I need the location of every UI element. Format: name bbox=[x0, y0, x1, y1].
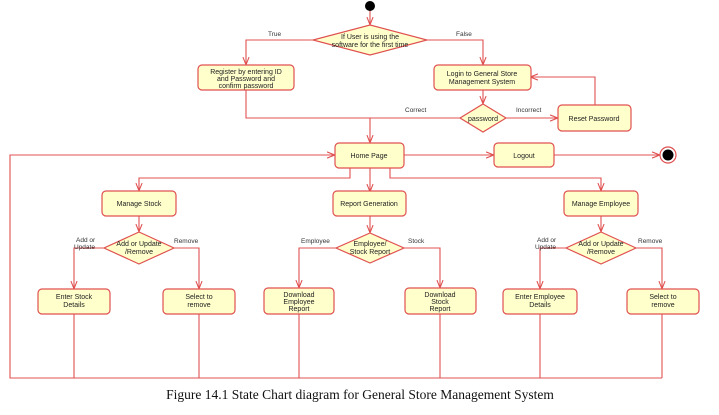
edge-report-decision-to-stock bbox=[404, 247, 440, 287]
edge-reset-to-login bbox=[531, 77, 596, 105]
label-report-stock: Stock bbox=[408, 238, 425, 245]
state-enter-employee-details: Enter Employee Details bbox=[502, 288, 578, 315]
state-select-remove-employee-line-1: Select to bbox=[649, 294, 676, 301]
state-reset-password-label: Reset Password bbox=[569, 116, 620, 123]
state-manage-employee: Manage Employee bbox=[563, 190, 639, 217]
state-download-employee-report: Download Employee Report bbox=[263, 287, 335, 315]
decision-first-time-line-1: If User is using the bbox=[341, 34, 399, 41]
label-employee-add-2: Update bbox=[535, 244, 556, 251]
label-employee-remove: Remove bbox=[638, 238, 663, 245]
edge-decision-to-login bbox=[427, 39, 483, 64]
edge-stock-decision-to-enter bbox=[74, 247, 104, 288]
label-stock-remove: Remove bbox=[174, 238, 199, 245]
decision-stock-action: Add or Update /Remove bbox=[102, 231, 176, 265]
edge-decision-to-register bbox=[246, 39, 313, 64]
state-login: Login to General Store Management System bbox=[433, 64, 532, 91]
state-select-remove-stock-line-1: Select to bbox=[185, 294, 212, 301]
decision-stock-line-2: /Remove bbox=[125, 249, 153, 256]
edge-employee-decision-to-remove bbox=[636, 247, 662, 288]
state-enter-employee-line-1: Enter Employee bbox=[515, 294, 565, 301]
decision-password: password bbox=[458, 103, 508, 133]
label-stock-add-1: Add or bbox=[76, 237, 96, 244]
edge-report-decision-to-employee bbox=[299, 247, 336, 287]
state-home-page-label: Home Page bbox=[351, 153, 388, 160]
state-report-generation: Report Generation bbox=[332, 190, 407, 217]
edges bbox=[9, 10, 662, 379]
decision-stock-line-1: Add or Update bbox=[116, 241, 161, 248]
state-register-line-2: and Password and bbox=[217, 76, 275, 83]
state-register: Register by entering ID and Password and… bbox=[197, 64, 295, 91]
edge-password-to-home bbox=[370, 117, 460, 142]
decision-first-time-line-2: software for the first time bbox=[332, 42, 409, 49]
state-enter-stock-line-1: Enter Stock bbox=[56, 294, 93, 301]
state-select-remove-employee-line-2: remove bbox=[651, 302, 674, 309]
decision-employee-line-2: /Remove bbox=[587, 249, 615, 256]
state-enter-stock-line-2: Details bbox=[63, 302, 85, 309]
state-download-stock-line-1: Download bbox=[424, 292, 455, 299]
edge-home-to-manage-stock bbox=[139, 168, 351, 190]
state-manage-stock-label: Manage Stock bbox=[117, 201, 162, 208]
state-manage-employee-label: Manage Employee bbox=[572, 201, 630, 208]
label-false: False bbox=[456, 31, 472, 38]
label-report-employee: Employee bbox=[301, 238, 330, 245]
edge-home-to-manage-employee bbox=[389, 168, 601, 190]
state-logout: Logout bbox=[493, 142, 555, 168]
state-login-line-1: Login to General Store bbox=[447, 71, 518, 78]
state-select-remove-stock: Select to remove bbox=[162, 288, 236, 315]
state-logout-label: Logout bbox=[513, 153, 534, 160]
state-register-line-1: Register by entering ID bbox=[210, 69, 282, 76]
state-download-stock-line-3: Report bbox=[429, 306, 450, 313]
state-home-page: Home Page bbox=[334, 142, 405, 169]
decision-report-type: Employee/ Stock Report bbox=[334, 232, 406, 264]
state-register-line-3: confirm password bbox=[219, 83, 274, 90]
label-incorrect: Incorrect bbox=[516, 107, 541, 114]
decision-report-line-2: Stock Report bbox=[350, 249, 391, 256]
state-download-stock-line-2: Stock bbox=[431, 299, 449, 306]
edge-return-loop bbox=[9, 155, 334, 379]
decision-password-label: password bbox=[468, 116, 498, 123]
edge-employee-decision-to-enter bbox=[540, 247, 566, 288]
decision-employee-line-1: Add or Update bbox=[578, 241, 623, 248]
figure-caption: Figure 14.1 State Chart diagram for Gene… bbox=[166, 387, 554, 402]
state-manage-stock: Manage Stock bbox=[101, 190, 177, 217]
state-download-employee-line-2: Employee bbox=[283, 299, 314, 306]
state-select-remove-stock-line-2: remove bbox=[187, 302, 210, 309]
state-select-remove-employee: Select to remove bbox=[626, 288, 700, 315]
decision-report-line-1: Employee/ bbox=[353, 241, 386, 248]
state-enter-employee-line-2: Details bbox=[529, 302, 551, 309]
edge-stock-decision-to-remove bbox=[174, 247, 199, 288]
state-download-stock-report: Download Stock Report bbox=[404, 287, 477, 315]
final-state bbox=[662, 149, 674, 161]
edge-register-to-home bbox=[245, 90, 370, 119]
final-state-ring bbox=[659, 146, 677, 164]
decision-first-time: If User is using the software for the fi… bbox=[310, 24, 430, 56]
state-download-employee-line-1: Download bbox=[283, 292, 314, 299]
label-true: True bbox=[268, 31, 282, 38]
label-stock-add-2: Update bbox=[74, 244, 95, 251]
label-correct: Correct bbox=[405, 107, 427, 114]
state-enter-stock-details: Enter Stock Details bbox=[37, 288, 111, 315]
state-login-line-2: Management System bbox=[449, 79, 515, 86]
state-reset-password: Reset Password bbox=[557, 104, 632, 132]
state-download-employee-line-3: Report bbox=[288, 306, 309, 313]
initial-state bbox=[365, 1, 375, 11]
state-report-generation-label: Report Generation bbox=[340, 201, 398, 208]
edge-labels: True False Correct Incorrect Add or Upda… bbox=[74, 31, 663, 251]
label-employee-add-1: Add or bbox=[537, 237, 557, 244]
decision-employee-action: Add or Update /Remove bbox=[564, 231, 638, 265]
